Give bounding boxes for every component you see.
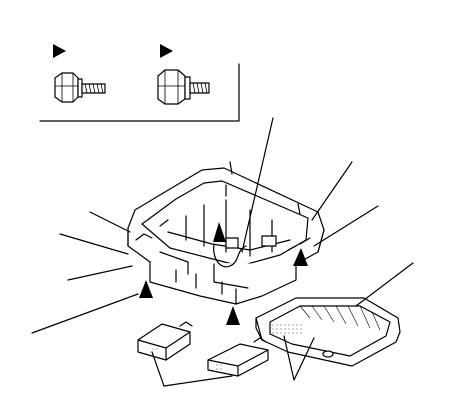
console-insert-left [137,321,193,361]
console-insert-right [207,337,269,377]
triangle-marker [160,44,173,58]
triangle-marker [53,44,66,58]
bolt-icon [54,72,106,103]
fastener-markers [139,222,308,325]
callout-line [283,335,315,381]
callout-line [67,265,133,281]
callout-line [59,233,129,255]
callout-line [241,117,274,253]
triangle-marker [293,248,308,266]
fastener-legend [39,44,240,122]
triangle-marker [213,222,226,242]
callout-line [311,161,353,221]
triangle-marker [139,280,153,298]
callout-line [89,211,131,233]
callout-line [313,205,379,247]
callout-line [355,262,414,307]
legend-frame [39,63,240,122]
overhead-console-housing [127,161,325,305]
triangle-marker [226,306,240,325]
callout-lines [31,117,414,387]
callout-line [151,351,233,387]
callout-line [31,293,139,334]
map-light-lens [255,297,401,367]
flange-bolt-icon [157,69,210,105]
